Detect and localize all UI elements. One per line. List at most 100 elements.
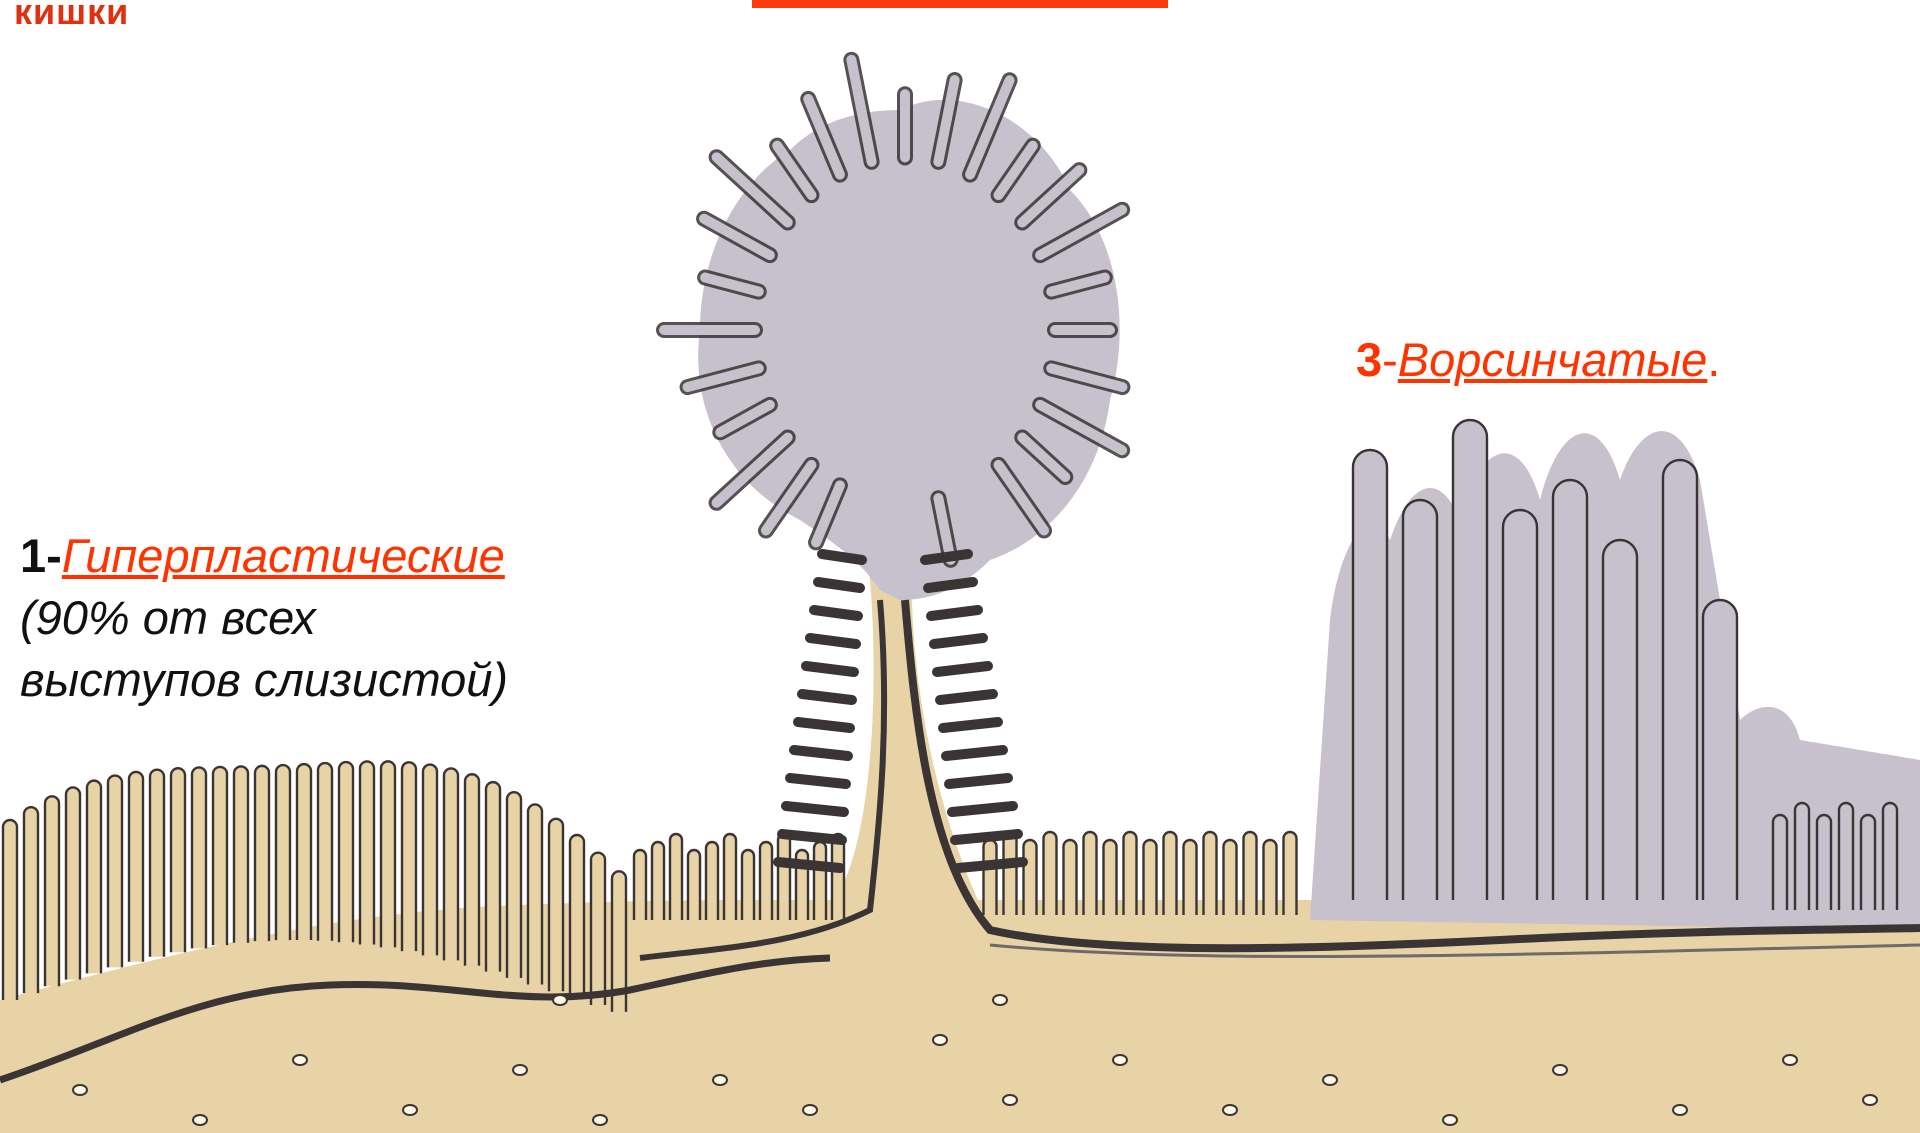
hyperplastic-crypt <box>255 766 269 941</box>
normal-crypt <box>1064 840 1077 915</box>
normal-crypt <box>1817 815 1831 910</box>
hyperplastic-crypt <box>549 819 563 991</box>
villous-frond <box>1603 540 1637 900</box>
stalk-crypt <box>806 666 854 672</box>
villous-frond <box>1403 500 1437 900</box>
normal-crypt <box>832 834 844 920</box>
stalk-crypt <box>958 862 1023 868</box>
hyperplastic-crypt <box>528 804 542 984</box>
normal-crypt <box>1224 840 1237 915</box>
hyperplastic-crypt <box>213 767 227 945</box>
normal-crypt <box>1164 832 1177 915</box>
stroma-cell <box>193 1115 207 1125</box>
label-villous-number: 3 <box>1356 333 1382 386</box>
stalk-crypt <box>931 610 978 616</box>
hyperplastic-crypt <box>66 787 80 979</box>
hyperplastic-crypt <box>234 766 248 942</box>
label-villous: 3-Ворсинчатые. <box>1356 330 1720 390</box>
label-hyperplastic-number: 1- <box>20 529 62 582</box>
stroma-cell <box>933 1035 947 1045</box>
normal-crypt <box>688 850 700 920</box>
hyperplastic-crypt <box>507 792 521 978</box>
normal-crypt <box>724 834 736 920</box>
stroma-cell <box>1223 1105 1237 1115</box>
normal-crypt <box>1264 840 1277 915</box>
normal-crypt <box>1244 832 1257 915</box>
stroma-cell <box>713 1075 727 1085</box>
villous-frond <box>1503 510 1537 900</box>
normal-crypt <box>1204 832 1217 915</box>
hyperplastic-crypt <box>423 765 437 956</box>
stroma-cell <box>1113 1055 1127 1065</box>
stroma-cell <box>1783 1055 1797 1065</box>
hyperplastic-crypt <box>108 776 122 968</box>
stalk-crypt <box>943 722 998 728</box>
normal-crypt <box>1004 832 1017 915</box>
stalk-crypt <box>937 666 988 672</box>
label-hyperplastic-note-line1: (90% от всех <box>20 588 316 648</box>
hyperplastic-crypt <box>192 767 206 948</box>
villous-frond <box>1353 450 1387 900</box>
normal-crypt <box>984 840 997 915</box>
hyperplastic-crypt <box>171 768 185 952</box>
normal-crypt <box>652 842 664 920</box>
hyperplastic-crypt <box>3 820 17 1000</box>
stroma-cell <box>553 995 567 1005</box>
stalk-crypt <box>925 554 968 560</box>
stalk-crypt <box>782 834 842 840</box>
stroma-cell <box>293 1055 307 1065</box>
normal-crypt <box>1883 803 1897 910</box>
stalk-crypt <box>802 694 852 700</box>
normal-crypt <box>706 842 718 920</box>
normal-crypt <box>1084 832 1097 915</box>
hyperplastic-crypt <box>339 762 353 942</box>
hyperplastic-crypt <box>129 772 143 962</box>
normal-crypt <box>1144 840 1157 915</box>
stalk-crypt <box>818 582 860 588</box>
label-hyperplastic-name[interactable]: Гиперпластические <box>62 529 505 582</box>
hyperplastic-crypt <box>276 765 290 940</box>
normal-crypt <box>1795 803 1809 910</box>
stalk-crypt <box>934 638 983 644</box>
normal-crypt <box>760 842 772 920</box>
normal-crypt <box>1773 815 1787 910</box>
hyperplastic-crypt <box>444 768 458 960</box>
hyperplastic-crypt <box>486 782 500 972</box>
stalk-crypt <box>949 778 1008 784</box>
hyperplastic-crypt <box>318 763 332 941</box>
villous-frond <box>1453 420 1487 900</box>
stroma-cell <box>1003 1095 1017 1105</box>
stroma-cell <box>1443 1115 1457 1125</box>
normal-crypt <box>634 850 646 920</box>
villous-frond <box>1663 460 1697 900</box>
stroma-cell <box>593 1115 607 1125</box>
stalk-crypt <box>928 582 973 588</box>
hyperplastic-crypt <box>591 853 605 1005</box>
stalk-crypt <box>822 554 862 560</box>
stroma-cell <box>993 995 1007 1005</box>
stalk-crypt <box>794 750 848 756</box>
stalk-crypt <box>790 778 846 784</box>
hyperplastic-crypt <box>87 781 101 974</box>
label-villous-period: . <box>1707 333 1720 386</box>
hyperplastic-crypt <box>45 796 59 986</box>
hyperplastic-crypt <box>381 761 395 947</box>
stroma-cell <box>1863 1095 1877 1105</box>
normal-crypt <box>670 834 682 920</box>
villous-frond <box>1553 480 1587 900</box>
normal-crypt <box>742 850 754 920</box>
stalk-crypt <box>940 694 993 700</box>
label-hyperplastic: 1-Гиперпластические <box>20 526 505 586</box>
stroma-cell <box>513 1065 527 1075</box>
label-villous-dash: - <box>1382 333 1398 386</box>
title-underline <box>752 0 1168 8</box>
stalk-crypt <box>955 834 1018 840</box>
normal-crypt <box>1184 840 1197 915</box>
stalk-crypt <box>810 638 856 644</box>
label-villous-name[interactable]: Ворсинчатые <box>1398 333 1707 386</box>
stalk-crypt <box>814 610 858 616</box>
heading-fragment: кишки <box>14 0 129 42</box>
stroma-cell <box>803 1105 817 1115</box>
hyperplastic-crypt <box>570 835 584 998</box>
normal-crypt <box>1861 815 1875 910</box>
